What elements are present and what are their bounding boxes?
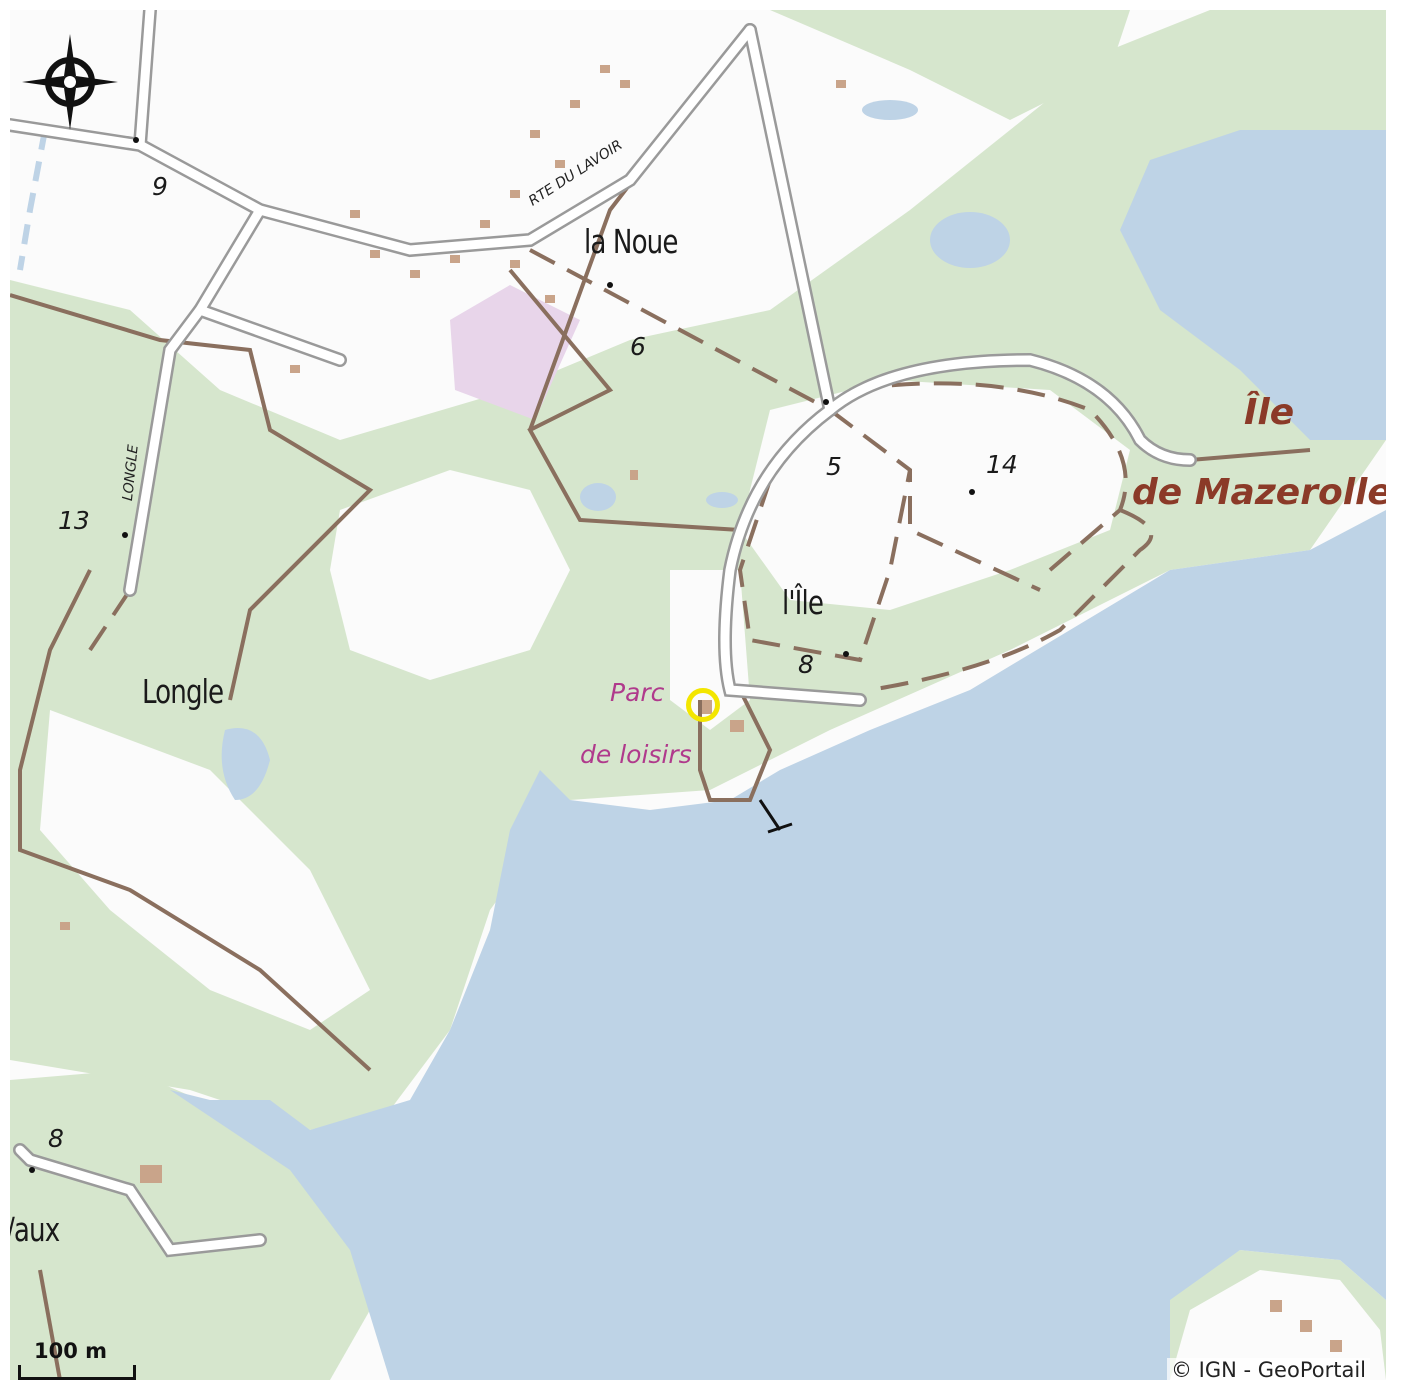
dashed-paths [88, 248, 1154, 692]
pond [580, 483, 616, 511]
lake [170, 510, 1386, 1380]
island-label-line2: de Mazerolle [1132, 472, 1386, 513]
forest-area [570, 10, 1130, 120]
altitude-label: 6 [630, 332, 646, 361]
place-label-vaux: /aux [10, 1210, 60, 1249]
map-attribution: © IGN - GeoPortail [1167, 1358, 1370, 1380]
clearing [1170, 1270, 1386, 1380]
compass-rose-icon[interactable] [20, 32, 120, 132]
poi-label-line2: de loisirs [580, 740, 692, 769]
clearing [740, 380, 1130, 610]
pond [706, 492, 738, 508]
map-base-layer [10, 10, 1386, 1380]
altitude-label: 8 [798, 650, 814, 679]
scale-label: 100 m [34, 1339, 108, 1363]
island-label-line1: Île [1244, 392, 1295, 433]
clearing [330, 470, 570, 680]
altitude-label: 5 [826, 452, 842, 481]
place-label-longle: Longle [142, 672, 224, 711]
map-viewport[interactable]: la Noue Longle l'Île /aux Île de Mazerol… [10, 10, 1386, 1380]
poi-label-line1: Parc [610, 678, 665, 707]
altitude-label: 13 [58, 506, 90, 535]
place-label-la-noue: la Noue [584, 222, 678, 261]
place-label-l-ile: l'Île [782, 583, 824, 622]
stream [17, 129, 48, 271]
clearing [40, 710, 370, 1030]
pond [221, 728, 270, 800]
junction-dots [29, 137, 975, 1173]
lake [1120, 130, 1386, 440]
altitude-label: 14 [986, 450, 1018, 479]
pond [930, 212, 1010, 268]
altitude-label: 9 [152, 172, 168, 201]
location-marker-icon[interactable] [686, 688, 720, 722]
pond [862, 100, 918, 120]
scale-bar-line [18, 1365, 136, 1380]
pier-icon [758, 799, 793, 834]
scale-bar: 100 m [14, 1337, 136, 1383]
roads [10, 10, 1195, 1255]
altitude-label: 8 [48, 1124, 64, 1153]
